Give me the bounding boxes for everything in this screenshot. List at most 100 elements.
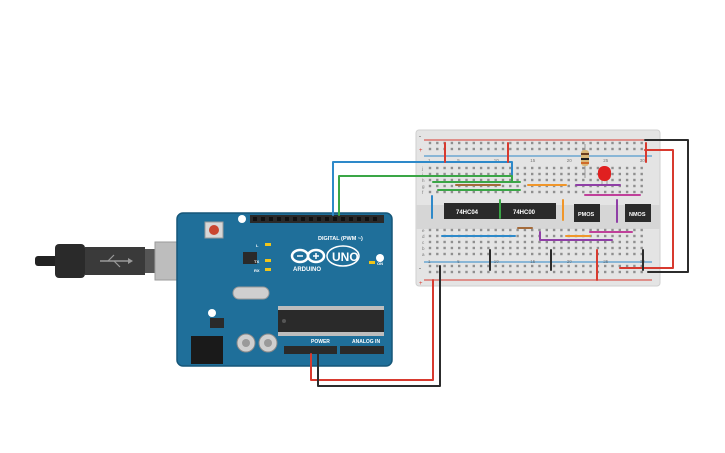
breadboard-hole[interactable] (582, 228, 585, 232)
breadboard-hole[interactable] (589, 252, 592, 256)
breadboard-hole[interactable] (531, 228, 534, 232)
breadboard-hole[interactable] (494, 178, 497, 182)
breadboard-hole[interactable] (487, 147, 490, 151)
breadboard-hole[interactable] (523, 147, 527, 151)
breadboard-hole[interactable] (531, 234, 534, 238)
breadboard-hole[interactable] (567, 190, 570, 194)
breadboard-hole[interactable] (567, 141, 570, 145)
breadboard-hole[interactable] (545, 270, 548, 274)
breadboard-hole[interactable] (574, 252, 578, 256)
breadboard-hole[interactable] (531, 141, 534, 145)
breadboard-hole[interactable] (625, 234, 629, 238)
breadboard-hole[interactable] (428, 252, 432, 256)
breadboard-hole[interactable] (625, 147, 629, 151)
breadboard-hole[interactable] (633, 240, 636, 244)
breadboard-hole[interactable] (567, 270, 570, 274)
breadboard-hole[interactable] (531, 264, 534, 268)
breadboard-hole[interactable] (443, 172, 446, 176)
breadboard-hole[interactable] (436, 252, 439, 256)
breadboard-hole[interactable] (494, 141, 497, 145)
breadboard-hole[interactable] (458, 141, 461, 145)
breadboard-hole[interactable] (538, 141, 541, 145)
breadboard-hole[interactable] (567, 228, 570, 232)
breadboard-hole[interactable] (618, 270, 621, 274)
breadboard-hole[interactable] (538, 190, 541, 194)
breadboard-hole[interactable] (574, 147, 578, 151)
breadboard-hole[interactable] (479, 240, 483, 244)
breadboard-hole[interactable] (574, 240, 578, 244)
resistor[interactable] (581, 144, 589, 178)
breadboard-hole[interactable] (450, 166, 454, 170)
breadboard-hole[interactable] (443, 178, 446, 182)
breadboard-hole[interactable] (479, 190, 483, 194)
breadboard-hole[interactable] (509, 270, 512, 274)
breadboard-hole[interactable] (531, 172, 534, 176)
breadboard-hole[interactable] (501, 252, 505, 256)
breadboard-hole[interactable] (545, 166, 548, 170)
breadboard-hole[interactable] (516, 184, 519, 188)
breadboard-hole[interactable] (450, 141, 454, 145)
breadboard-hole[interactable] (465, 270, 468, 274)
header-pin[interactable] (261, 217, 265, 221)
breadboard-hole[interactable] (494, 240, 497, 244)
breadboard-hole[interactable] (538, 228, 541, 232)
breadboard-hole[interactable] (501, 240, 505, 244)
header-pin[interactable] (301, 217, 305, 221)
header-pin[interactable] (269, 217, 273, 221)
chip-74hc00[interactable]: 74HC00 (500, 203, 556, 219)
breadboard-hole[interactable] (545, 252, 548, 256)
breadboard-hole[interactable] (596, 166, 600, 170)
breadboard-hole[interactable] (611, 178, 614, 182)
breadboard-hole[interactable] (450, 270, 454, 274)
breadboard-hole[interactable] (465, 246, 468, 250)
breadboard-hole[interactable] (582, 147, 585, 151)
breadboard-hole[interactable] (428, 264, 432, 268)
breadboard-hole[interactable] (552, 178, 556, 182)
breadboard-hole[interactable] (618, 246, 621, 250)
breadboard-hole[interactable] (516, 190, 519, 194)
breadboard-hole[interactable] (458, 228, 461, 232)
breadboard-hole[interactable] (487, 270, 490, 274)
breadboard-hole[interactable] (545, 264, 548, 268)
breadboard-hole[interactable] (531, 270, 534, 274)
breadboard-hole[interactable] (465, 178, 468, 182)
breadboard-hole[interactable] (443, 264, 446, 268)
breadboard-hole[interactable] (574, 166, 578, 170)
breadboard-hole[interactable] (560, 141, 563, 145)
breadboard-hole[interactable] (611, 246, 614, 250)
breadboard-hole[interactable] (487, 264, 490, 268)
breadboard-hole[interactable] (494, 172, 497, 176)
breadboard-hole[interactable] (458, 240, 461, 244)
breadboard-hole[interactable] (472, 147, 475, 151)
breadboard-hole[interactable] (567, 166, 570, 170)
breadboard-hole[interactable] (436, 184, 439, 188)
breadboard-hole[interactable] (633, 141, 636, 145)
wire-red-power[interactable] (310, 279, 434, 381)
breadboard-hole[interactable] (458, 147, 461, 151)
breadboard-hole[interactable] (465, 141, 468, 145)
breadboard-hole[interactable] (428, 270, 432, 274)
breadboard-hole[interactable] (458, 172, 461, 176)
breadboard-hole[interactable] (538, 264, 541, 268)
breadboard-hole[interactable] (596, 240, 600, 244)
chip-nmos[interactable]: NMOS (625, 204, 651, 222)
breadboard-hole[interactable] (436, 264, 439, 268)
breadboard-hole[interactable] (516, 178, 519, 182)
breadboard-hole[interactable] (625, 246, 629, 250)
breadboard-hole[interactable] (633, 246, 636, 250)
breadboard-hole[interactable] (472, 166, 475, 170)
breadboard-hole[interactable] (523, 270, 527, 274)
breadboard-hole[interactable] (465, 240, 468, 244)
breadboard-hole[interactable] (596, 190, 600, 194)
breadboard-hole[interactable] (428, 246, 432, 250)
breadboard-hole[interactable] (640, 246, 643, 250)
chip-pmos[interactable]: PMOS (574, 204, 600, 222)
breadboard-hole[interactable] (465, 190, 468, 194)
breadboard-hole[interactable] (567, 246, 570, 250)
chip-74hc04[interactable]: 74HC04 (444, 203, 500, 219)
breadboard-hole[interactable] (560, 264, 563, 268)
breadboard-hole[interactable] (516, 240, 519, 244)
breadboard-hole[interactable] (436, 190, 439, 194)
breadboard-hole[interactable] (428, 172, 432, 176)
breadboard-hole[interactable] (552, 270, 556, 274)
